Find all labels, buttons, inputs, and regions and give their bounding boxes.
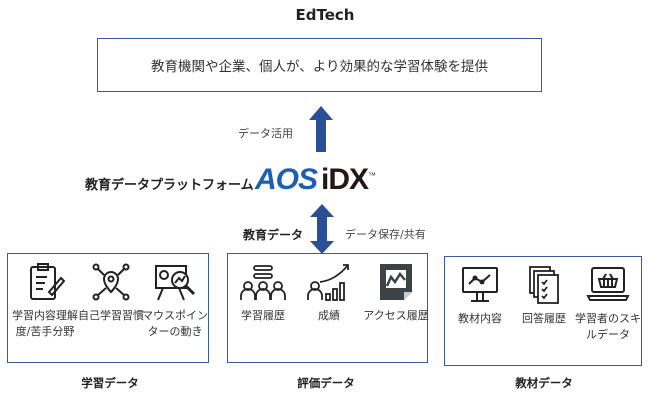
group-item: 成績 [296, 262, 362, 324]
data-usage-label: データ活用 [238, 127, 293, 140]
material-data-box: 教材内容 回答履歴 学習者のスキルデータ [444, 256, 642, 366]
double-arrow-icon [310, 204, 334, 254]
platform-label: 教育データプラットフォーム [85, 178, 254, 193]
learning-data-caption: 学習データ [81, 376, 139, 390]
group-item: 回答履歴 [511, 265, 577, 327]
item-label: 教材内容 [458, 312, 502, 325]
item-label: 回答履歴 [522, 312, 566, 325]
outcome-box: 教育機関や企業、個人が、より効果的な学習体験を提供 [97, 38, 542, 92]
group-item: マウスポインターの動き [142, 262, 208, 340]
page-title: EdTech [295, 6, 355, 24]
network-pin-icon [92, 263, 130, 301]
item-label: 学習履歴 [241, 309, 285, 322]
group-item: 自己学習習慣 [78, 262, 144, 324]
checklist-docs-icon [529, 266, 559, 304]
item-label: マウスポインターの動き [142, 309, 208, 338]
group-item: アクセス履歴 [363, 262, 429, 324]
item-label: 自己学習習慣 [78, 309, 144, 322]
learning-data-box: 学習内容理解度/苦手分野 自己学習習慣 マウスポインターの動き [7, 253, 209, 363]
logo-aos: AOS [255, 163, 318, 196]
outcome-text: 教育機関や企業、個人が、より効果的な学習体験を提供 [151, 59, 488, 75]
group-item: 学習者のスキルデータ [575, 265, 641, 343]
arrow-up-icon [309, 106, 333, 152]
clipboard-icon [30, 263, 65, 300]
group-item: 学習内容理解度/苦手分野 [12, 262, 78, 340]
material-data-caption: 教材データ [515, 376, 573, 390]
growth-chart-icon [307, 264, 349, 301]
report-chart-icon [380, 264, 412, 300]
edu-data-label: 教育データ [243, 228, 304, 242]
group-icon [240, 265, 286, 300]
group-item: 学習履歴 [230, 262, 296, 324]
laptop-basket-icon [586, 267, 630, 301]
item-label: アクセス履歴 [363, 309, 429, 322]
monitor-chart-icon [462, 267, 498, 302]
evaluation-data-box: 学習履歴 成績 アクセス履歴 [227, 253, 429, 363]
logo-idx: iDX [321, 163, 369, 196]
presentation-magnifier-icon [155, 265, 196, 301]
item-label: 学習内容理解度/苦手分野 [12, 309, 78, 338]
item-label: 学習者のスキルデータ [575, 312, 641, 341]
group-item: 教材内容 [447, 265, 513, 327]
logo-tm: ™ [368, 171, 376, 180]
item-label: 成績 [318, 309, 340, 322]
evaluation-data-caption: 評価データ [297, 376, 355, 390]
store-share-label: データ保存/共有 [345, 228, 426, 241]
